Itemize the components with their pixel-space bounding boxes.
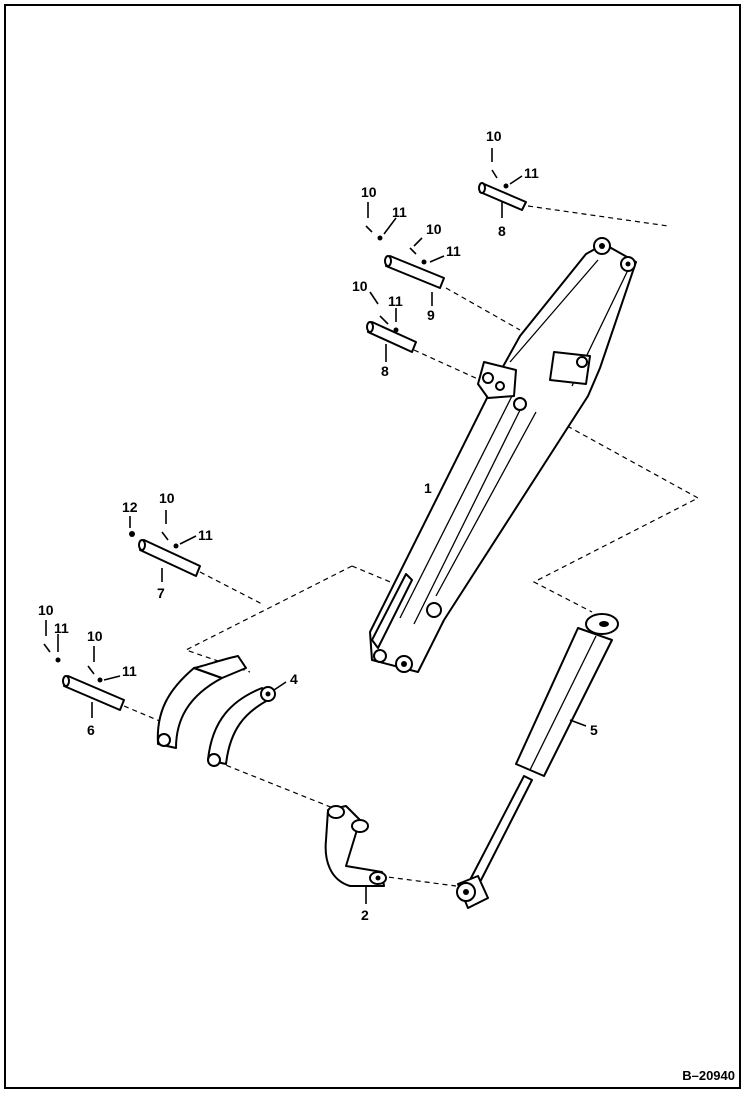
- callout-1: 1: [424, 480, 432, 496]
- assembly-dashed-lines: [123, 205, 700, 887]
- arm-part-1: [369, 237, 637, 673]
- pin-part-9: [384, 255, 445, 289]
- callout-10: 10: [486, 128, 502, 144]
- hardware-items: [43, 169, 509, 683]
- pin-part-8-lower: [366, 321, 417, 353]
- pin-part-7: [138, 539, 201, 577]
- callout-10: 10: [159, 490, 175, 506]
- cylinder-part-5: [456, 613, 619, 909]
- callout-8: 8: [381, 363, 389, 379]
- callout-5: 5: [590, 722, 598, 738]
- callout-10: 10: [87, 628, 103, 644]
- callout-12: 12: [122, 499, 138, 515]
- figure-id-label: B–20940: [682, 1068, 735, 1083]
- callout-6: 6: [87, 722, 95, 738]
- pin-part-6: [62, 675, 125, 711]
- callout-9: 9: [427, 307, 435, 323]
- callout-10: 10: [352, 278, 368, 294]
- callout-7: 7: [157, 585, 165, 601]
- link-part-4: [156, 655, 276, 767]
- callout-11: 11: [388, 293, 403, 309]
- callout-11: 11: [198, 527, 213, 543]
- callout-8: 8: [498, 223, 506, 239]
- drawing-frame: [4, 4, 741, 1089]
- callout-11: 11: [122, 663, 137, 679]
- callout-4: 4: [290, 671, 298, 687]
- callout-11: 11: [54, 620, 69, 636]
- callout-10: 10: [426, 221, 442, 237]
- callout-labels: 10 11 8 10 11 10 11 9 10 11 8 1 12 10 11…: [38, 128, 598, 923]
- callout-10: 10: [38, 602, 54, 618]
- callout-11: 11: [392, 204, 407, 220]
- callout-2: 2: [361, 907, 369, 923]
- callout-10: 10: [361, 184, 377, 200]
- leader-lines: [45, 148, 587, 904]
- callout-11: 11: [446, 243, 461, 259]
- callout-11: 11: [524, 165, 539, 181]
- pin-part-8-top: [478, 182, 527, 211]
- knuckle-part-2: [324, 805, 387, 887]
